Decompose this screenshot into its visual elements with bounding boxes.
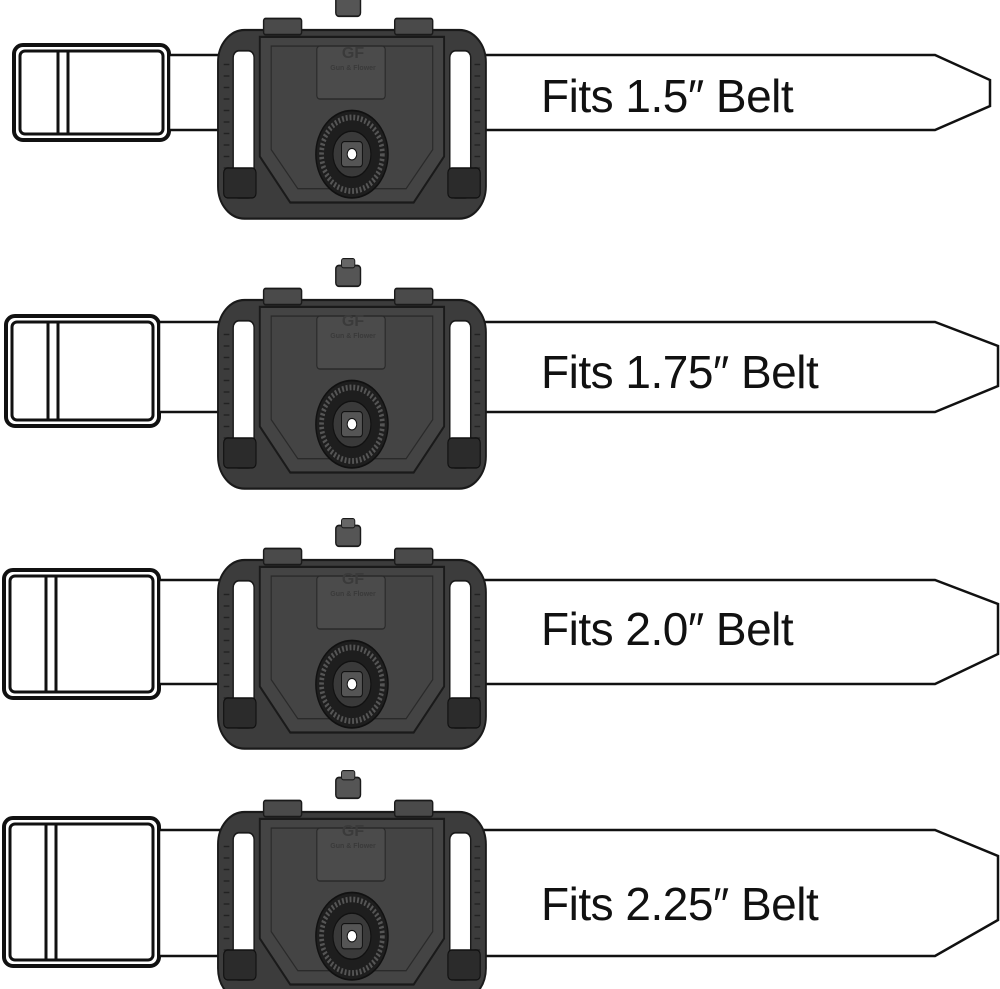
svg-text:Gun & Flower: Gun & Flower bbox=[330, 65, 376, 72]
svg-text:GF: GF bbox=[342, 313, 364, 330]
belt-row-3: GF Gun & Flower Fits 2.0″ Belt bbox=[2, 519, 1000, 749]
svg-text:Gun & Flower: Gun & Flower bbox=[330, 333, 376, 340]
belt-plate-icon bbox=[218, 771, 486, 989]
plate-logo: GF Gun & Flower bbox=[330, 823, 376, 850]
belt-size-label: Fits 1.5″ Belt bbox=[541, 70, 794, 122]
belt-row-2: GF Gun & Flower Fits 1.75″ Belt bbox=[4, 259, 1000, 489]
svg-text:GF: GF bbox=[342, 823, 364, 840]
belt-row-1: GF Gun & Flower Fits 1.5″ Belt bbox=[12, 0, 992, 219]
plate-logo: GF Gun & Flower bbox=[330, 571, 376, 598]
buckle-icon bbox=[4, 314, 161, 428]
belt-plate-icon bbox=[218, 259, 486, 489]
belt-size-label: Fits 2.0″ Belt bbox=[541, 603, 794, 655]
belt-plate-icon bbox=[218, 519, 486, 749]
plate-logo: GF Gun & Flower bbox=[330, 45, 376, 72]
buckle-icon bbox=[2, 568, 161, 700]
belt-row-4: GF Gun & Flower Fits 2.25″ Belt bbox=[2, 771, 1000, 989]
svg-text:Gun & Flower: Gun & Flower bbox=[330, 591, 376, 598]
svg-text:Gun & Flower: Gun & Flower bbox=[330, 843, 376, 850]
belt-size-label: Fits 1.75″ Belt bbox=[541, 346, 819, 398]
buckle-icon bbox=[12, 43, 171, 142]
svg-text:GF: GF bbox=[342, 571, 364, 588]
buckle-icon bbox=[2, 816, 161, 968]
svg-text:GF: GF bbox=[342, 45, 364, 62]
plate-logo: GF Gun & Flower bbox=[330, 313, 376, 340]
belt-plate-icon bbox=[218, 0, 486, 219]
belt-size-label: Fits 2.25″ Belt bbox=[541, 878, 819, 930]
